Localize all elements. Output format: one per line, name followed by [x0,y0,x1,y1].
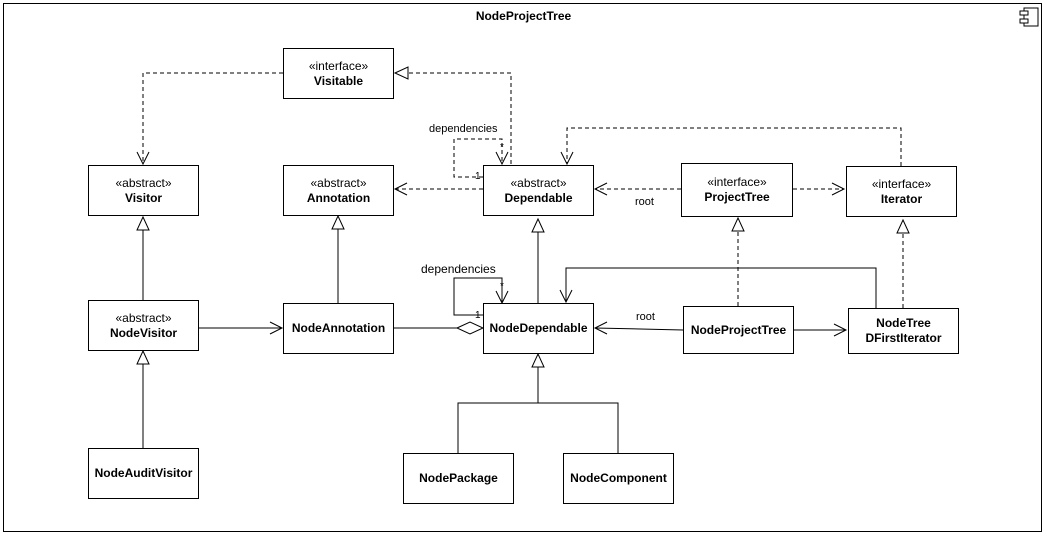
nodedependable-top-arrowhead [559,289,573,304]
class-name: Annotation [306,190,371,205]
nodedependable-generalization-head [531,352,545,368]
nodeprojecttree-to-nodedependable-association [594,327,684,331]
dependencies-label-bottom: dependencies [421,262,496,276]
class-name: NodePackage [419,471,498,485]
iterator-to-nodedependable-association [565,267,877,308]
dependable-self-dependency [453,138,503,178]
visitor-arrowhead [136,151,150,166]
class-name: ProjectTree [704,190,770,204]
stereotype-label: «interface» [871,176,932,191]
visitor-generalization-head [136,215,150,231]
class-nodedependable[interactable]: NodeDependable [483,303,594,354]
dependable-self-arrowhead [495,151,509,166]
class-name: NodeAuditVisitor [94,466,193,480]
class-projecttree[interactable]: «interface» ProjectTree [681,163,793,217]
nodedependable-root-arrowhead [593,321,608,335]
class-name: Visitor [124,190,163,205]
dependable-generalization-head [531,217,545,233]
stereotype-label: «abstract» [310,175,367,190]
subclasses-to-nodedependable-generalization [457,367,619,453]
root-label-bottom: root [636,311,655,323]
class-nodetreedfirstiterator[interactable]: NodeTree DFirstIterator [848,308,959,354]
dependencies-label-top: dependencies [429,123,498,135]
class-name: NodeComponent [570,471,667,485]
multiplicity-star-bottom: * [500,281,504,292]
dependable-to-visitable-realization [408,72,512,164]
stereotype-label: «abstract» [115,175,172,190]
class-name: Dependable [504,190,573,205]
class-name: NodeProjectTree [690,322,787,337]
class-name: NodeVisitor [109,325,178,340]
diagram-frame [3,3,1042,532]
stereotype-label: «interface» [707,175,767,189]
annotation-generalization-head [331,214,345,230]
class-name: Visitable [313,73,364,88]
class-nodevisitor[interactable]: «abstract» NodeVisitor [88,300,199,351]
root-label-top: root [635,196,654,208]
dependable-root-arrowhead [593,182,608,196]
nodetreeiterator-arrowhead [833,323,848,337]
visitable-realization-head [393,66,409,80]
class-dependable[interactable]: «abstract» Dependable [483,165,594,216]
stereotype-label: «abstract» [510,175,567,190]
class-name-line1: NodeTree [876,316,931,330]
stereotype-label: «interface» [308,58,369,73]
class-name: NodeDependable [489,321,588,335]
stereotype-label: «abstract» [115,310,172,325]
class-annotation[interactable]: «abstract» Annotation [283,165,394,216]
class-nodecomponent[interactable]: NodeComponent [563,453,674,504]
iterator-to-dependable-dependency [566,127,902,166]
multiplicity-one-bottom: 1 [475,310,481,321]
class-visitable[interactable]: «interface» Visitable [283,48,394,99]
class-nodeprojecttree[interactable]: NodeProjectTree [683,306,794,354]
class-nodepackage[interactable]: NodePackage [403,453,514,504]
component-icon [1019,7,1039,27]
class-name: Iterator [880,191,923,206]
class-visitor[interactable]: «abstract» Visitor [88,165,199,216]
class-name-line2: DFirstIterator [865,331,942,345]
iterator-realization-head [896,218,910,234]
nodeannotation-arrowhead [269,321,284,335]
nodevisitor-generalization-head [136,349,150,365]
projecttree-realization-head [731,216,745,232]
multiplicity-star-top: * [500,142,504,153]
annotation-arrowhead [393,182,408,196]
iterator-arrowhead [831,182,846,196]
visitable-to-visitor-dependency [142,72,283,163]
class-nodeauditvisitor[interactable]: NodeAuditVisitor [88,448,199,499]
class-iterator[interactable]: «interface» Iterator [846,166,957,217]
aggregation-diamond [455,321,485,335]
nodedependable-self-association [453,277,503,316]
multiplicity-one-top: 1 [475,171,481,182]
dependable-top-arrowhead [560,151,574,166]
diagram-title: NodeProjectTree [475,9,572,23]
class-name: NodeAnnotation [291,321,386,335]
class-nodeannotation[interactable]: NodeAnnotation [283,303,394,354]
